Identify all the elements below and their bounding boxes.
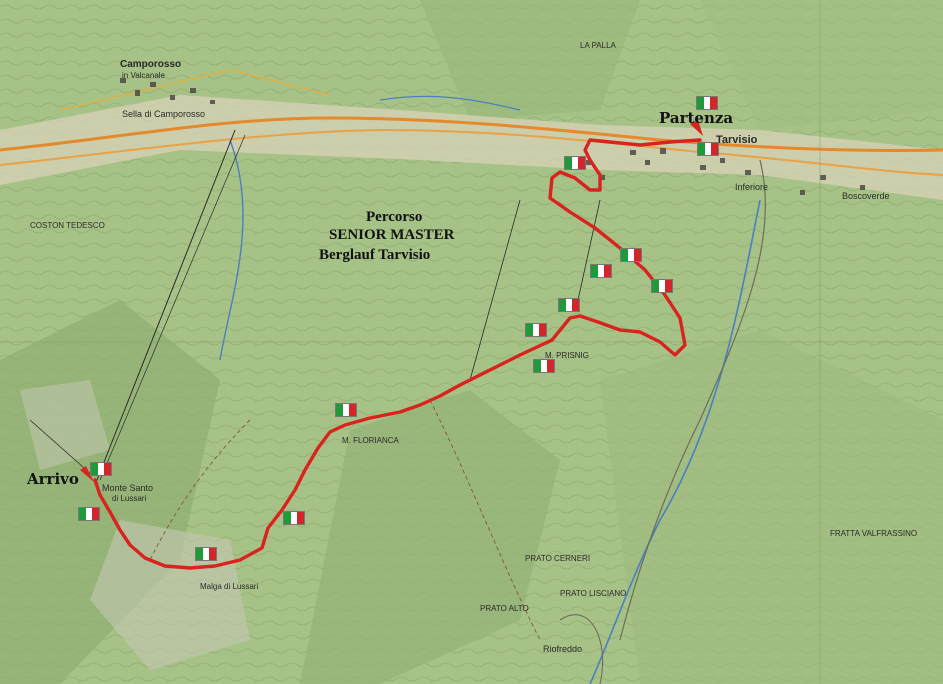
finish-arrow-icon: [80, 466, 94, 482]
place-monte-santo-sub: di Lussari: [112, 494, 147, 503]
flag-icon: [558, 298, 580, 312]
place-boscoverde: Boscoverde: [842, 191, 890, 201]
flag-icon: [533, 359, 555, 373]
place-malga: Malga di Lussari: [200, 582, 259, 591]
start-arrow-icon: [690, 120, 703, 136]
place-prato-lisciano: PRATO LISCIANO: [560, 589, 627, 598]
flag-icon: [335, 403, 357, 417]
finish-label: Arrivo: [27, 470, 79, 488]
route-title-line-2: SENIOR MASTER: [329, 227, 455, 243]
place-m-florianca: M. FLORIANCA: [342, 436, 399, 445]
flag-icon: [564, 156, 586, 170]
place-camporosso: Camporosso: [120, 59, 182, 70]
flag-icon: [525, 323, 547, 337]
place-tarvisio: Tarvisio: [716, 134, 758, 146]
place-coston: COSTON TEDESCO: [30, 221, 105, 230]
route-title-line-1: Percorso: [366, 209, 423, 225]
place-inferiore: Inferiore: [735, 182, 769, 192]
start-label: Partenza: [659, 109, 734, 127]
flag-icon: [590, 264, 612, 278]
flag-icon: [78, 507, 100, 521]
place-prato-cerneri: PRATO CERNERI: [525, 554, 591, 563]
flag-icon: [195, 547, 217, 561]
place-m-prisnig: M. PRISNIG: [545, 351, 590, 360]
flag-icon: [90, 462, 112, 476]
flag-icon: [283, 511, 305, 525]
flag-icon: [620, 248, 642, 262]
flag-icon: [651, 279, 673, 293]
flag-icon: [697, 142, 719, 156]
place-camporosso-sub: in Valcanale: [122, 71, 165, 80]
place-la-palla: LA PALLA: [580, 41, 616, 50]
route-title-line-3: Berglauf Tarvisio: [319, 247, 431, 263]
place-monte-santo: Monte Santo: [102, 483, 154, 493]
race-route: [93, 138, 702, 570]
place-prato-alto: PRATO ALTO: [480, 604, 529, 613]
flag-icon: [696, 96, 718, 110]
place-fratta: FRATTA VALFRASSINO: [830, 529, 918, 538]
place-riofreddo: Riofreddo: [543, 644, 583, 654]
place-sella: Sella di Camporosso: [122, 109, 206, 119]
